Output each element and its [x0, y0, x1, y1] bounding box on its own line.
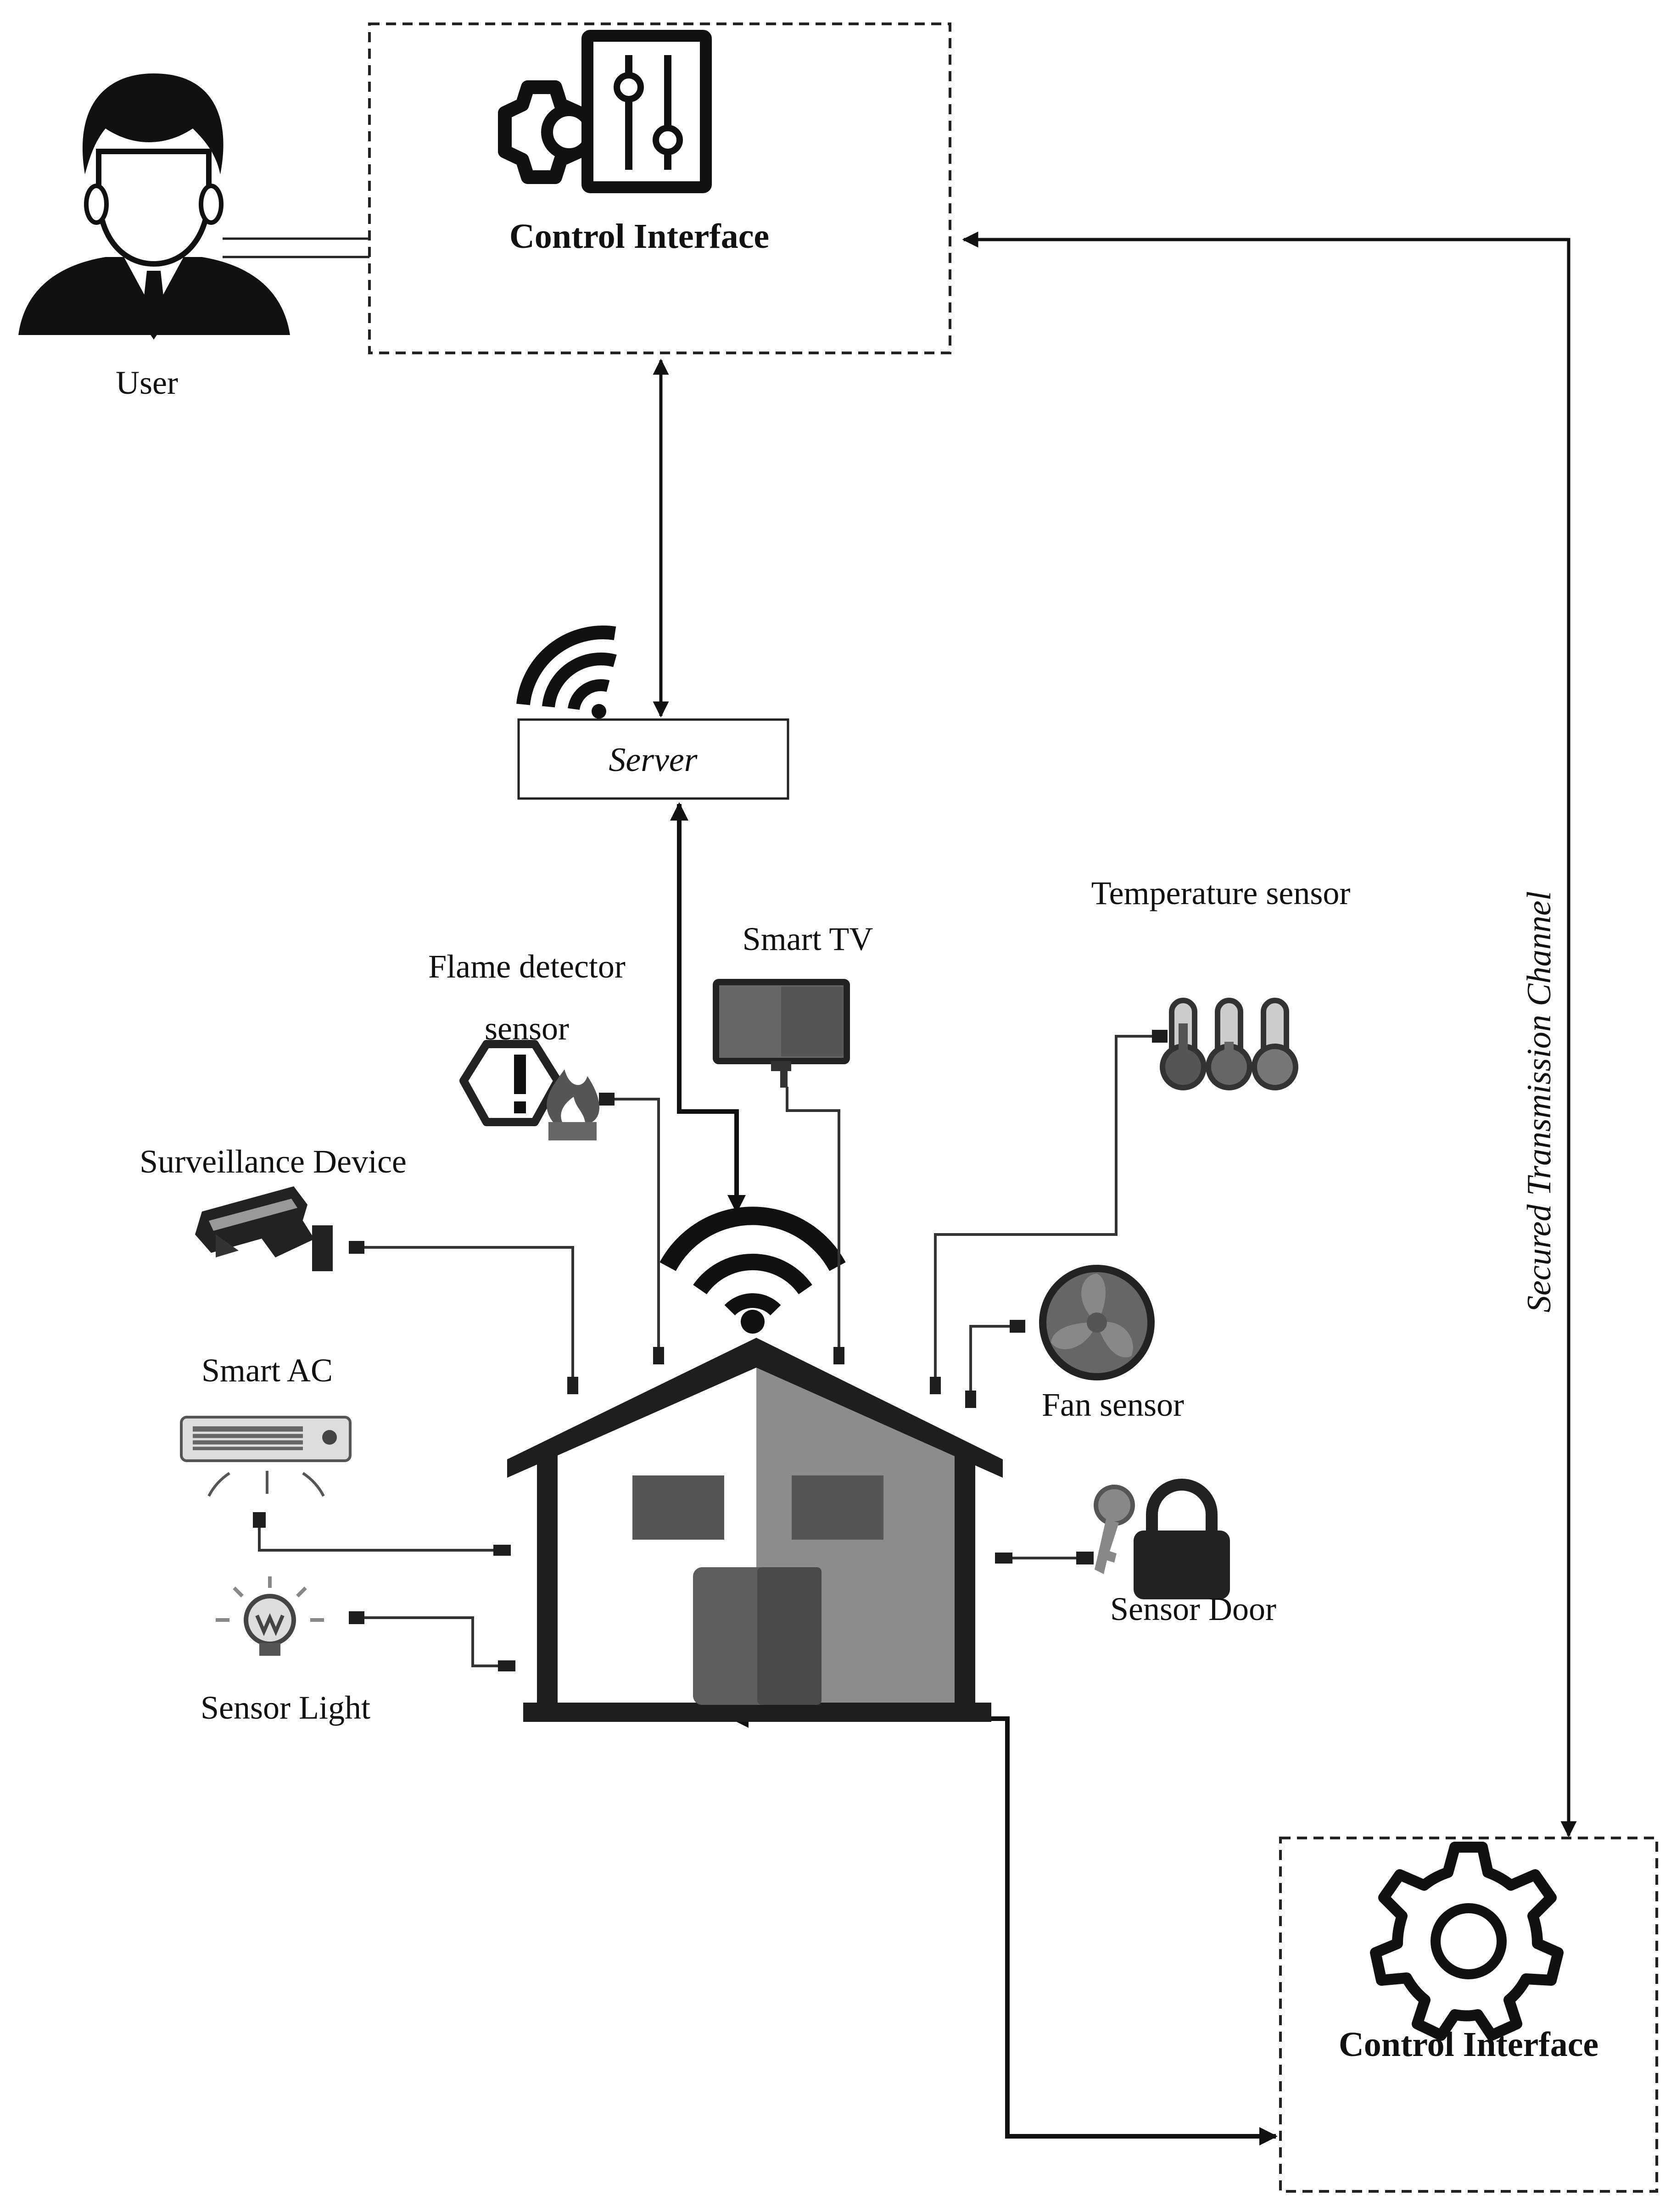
server-wifi-icon: [516, 626, 617, 719]
house-interface-arrow: [730, 1709, 1278, 2145]
secured-channel-arrow: [962, 231, 1577, 1838]
smart-ac: Smart AC: [180, 1352, 352, 1497]
server-label: Server: [609, 741, 698, 779]
user-avatar-icon: [18, 73, 290, 340]
user-label: User: [116, 364, 178, 401]
fan-sensor: Fan sensor: [1039, 1265, 1184, 1423]
device-cables: [258, 1035, 1154, 1667]
tv-icon: [713, 979, 850, 1088]
cable-plugs: [253, 1030, 1168, 1671]
lightbulb-icon: [216, 1576, 324, 1656]
flame-warning-icon: [459, 1040, 600, 1140]
top-control-label: Control Interface: [509, 217, 769, 256]
temperature-label: Temperature sensor: [1091, 875, 1351, 911]
flame-label-line1: Flame detector: [428, 948, 626, 985]
sliders-gear-icon: [498, 30, 712, 193]
cctv-camera-icon: [195, 1186, 333, 1271]
temperature-sensor: Temperature sensor: [1091, 875, 1351, 1090]
user: User: [18, 73, 369, 401]
padlock-key-icon: [1094, 1479, 1230, 1599]
bottom-control-interface: Control Interface: [1279, 1837, 1658, 2193]
sensor-light: Sensor Light: [201, 1576, 370, 1726]
gear-icon: [1370, 1842, 1564, 2041]
fan-label: Fan sensor: [1042, 1386, 1184, 1423]
secured-channel-label: Secured Transmission Channel: [1520, 891, 1558, 1313]
air-conditioner-icon: [180, 1416, 352, 1497]
thermometer-icon: [1160, 998, 1298, 1090]
house-wifi-icon: [659, 1207, 846, 1334]
sensor-light-label: Sensor Light: [201, 1689, 370, 1726]
surveillance-device: Surveillance Device: [140, 1143, 407, 1271]
smart-ac-label: Smart AC: [201, 1352, 333, 1389]
bottom-control-label: Control Interface: [1339, 2025, 1598, 2064]
smart-tv: Smart TV: [713, 921, 873, 1088]
server: Server: [516, 626, 789, 800]
flame-detector-sensor: Flame detector sensor: [428, 948, 626, 1140]
sensor-door: Sensor Door: [1094, 1479, 1276, 1627]
bottom-control-box: [1279, 1837, 1658, 2193]
top-control-box: [368, 22, 951, 354]
top-control-interface: Control Interface: [368, 22, 951, 354]
house-icon: [507, 1338, 1003, 1722]
sensor-door-label: Sensor Door: [1110, 1591, 1276, 1627]
smart-tv-label: Smart TV: [743, 921, 873, 957]
server-box: [517, 718, 789, 800]
server-house-arrow: [670, 802, 746, 1213]
surveillance-label: Surveillance Device: [140, 1143, 407, 1180]
fan-icon: [1039, 1265, 1155, 1380]
